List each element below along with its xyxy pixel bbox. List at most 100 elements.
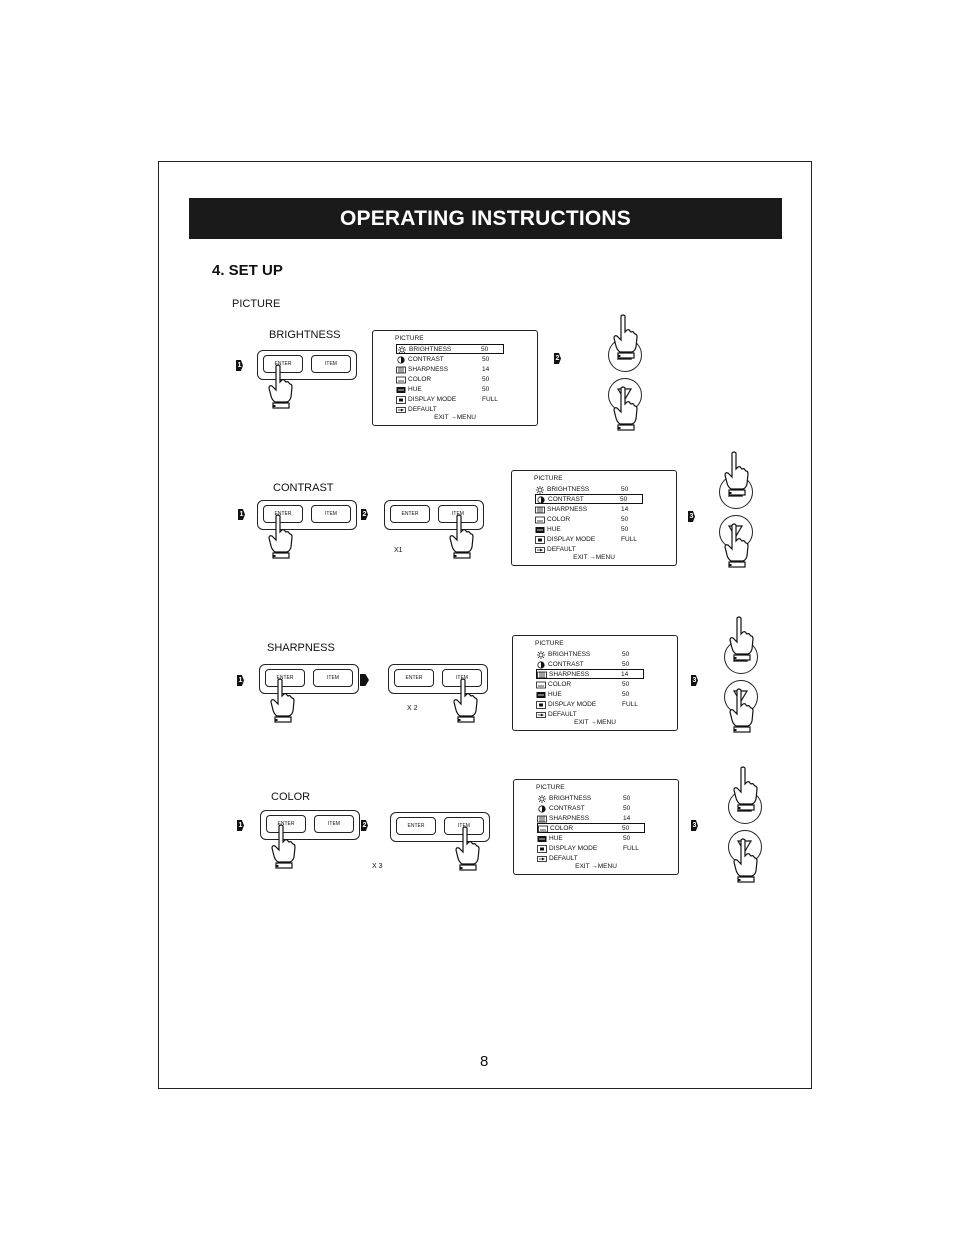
item-button[interactable]: ITEM xyxy=(311,355,351,373)
item-button[interactable]: ITEM xyxy=(313,669,353,687)
menu-item-label: DISPLAY MODE xyxy=(548,701,597,708)
row-label-contrast: CONTRAST xyxy=(273,482,334,494)
menu-item-value: 50 xyxy=(622,824,630,832)
enter-button[interactable]: ENTER xyxy=(266,815,306,833)
menu-item-label: COLOR xyxy=(548,680,572,688)
pointing-hand-icon xyxy=(732,838,758,884)
display-mode-icon xyxy=(537,845,547,853)
menu-item: DISPLAY MODE FULL xyxy=(535,535,643,545)
menu-exit-hint: EXIT →MENU xyxy=(574,719,616,726)
hue-icon xyxy=(396,386,406,393)
hue-icon xyxy=(537,835,547,842)
enter-button[interactable]: ENTER xyxy=(263,505,303,523)
menu-item-label: HUE xyxy=(408,385,422,393)
menu-item-value: 50 xyxy=(622,690,630,698)
repeat-count-color: X 3 xyxy=(372,863,383,870)
default-icon xyxy=(536,711,546,718)
menu-item-value: 14 xyxy=(623,814,631,822)
section-title: 4. SET UP xyxy=(212,262,283,279)
remote-panel-contrast-enter: ENTER ITEM xyxy=(257,500,357,530)
sun-icon xyxy=(535,485,545,494)
pointing-hand-icon xyxy=(612,386,638,432)
pointing-hand-icon xyxy=(448,514,474,560)
step-marker-1: 1 xyxy=(237,820,244,831)
menu-item-label: DISPLAY MODE xyxy=(547,536,596,543)
menu-item: DEFAULT xyxy=(536,710,644,720)
sharpness-icon xyxy=(537,671,547,679)
row-label-brightness: BRIGHTNESS xyxy=(269,329,341,341)
menu-item: BRIGHTNESS 50 xyxy=(537,793,645,803)
menu-item: DEFAULT xyxy=(537,854,645,864)
item-button[interactable]: ITEM xyxy=(442,669,482,687)
repeat-count-contrast: X1 xyxy=(394,547,403,554)
step-marker-3: 3 xyxy=(688,511,695,522)
display-mode-icon xyxy=(535,536,545,544)
menu-item-label: COLOR xyxy=(547,515,571,523)
menu-item: DEFAULT xyxy=(396,405,504,415)
color-icon xyxy=(396,376,406,384)
contrast-icon xyxy=(536,495,546,504)
menu-item-value: FULL xyxy=(621,536,637,543)
menu-item-label: CONTRAST xyxy=(548,495,584,503)
menu-item-value: 50 xyxy=(620,495,628,503)
item-button[interactable]: ITEM xyxy=(314,815,354,833)
menu-item-value: 50 xyxy=(623,834,631,842)
pointing-hand-icon xyxy=(267,364,293,410)
menu-item-label: CONTRAST xyxy=(549,804,585,812)
step-marker-3: 3 xyxy=(691,675,698,686)
menu-title: PICTURE xyxy=(535,640,564,647)
step-marker-3: 3 xyxy=(691,820,698,831)
enter-button[interactable]: ENTER xyxy=(263,355,303,373)
display-mode-icon xyxy=(536,701,546,709)
step-marker-2: 2 xyxy=(361,509,368,520)
pointing-hand-icon xyxy=(728,688,754,734)
enter-button[interactable]: ENTER xyxy=(390,505,430,523)
menu-item-label: BRIGHTNESS xyxy=(549,794,592,802)
pointing-hand-icon xyxy=(454,826,480,872)
pointing-hand-icon xyxy=(732,766,758,812)
sun-icon xyxy=(536,650,546,659)
item-button[interactable]: ITEM xyxy=(311,505,351,523)
page-title: OPERATING INSTRUCTIONS xyxy=(189,198,782,239)
sharpness-icon xyxy=(396,366,406,374)
hue-icon xyxy=(536,691,546,698)
menu-item-label: BRIGHTNESS xyxy=(547,485,590,493)
pointing-hand-icon xyxy=(728,616,754,662)
menu-item-value: 50 xyxy=(622,660,630,668)
pointing-hand-icon xyxy=(452,678,478,724)
menu-item-label: HUE xyxy=(549,834,563,842)
sharpness-icon xyxy=(537,815,547,823)
menu-item-value: 50 xyxy=(623,794,631,802)
contrast-icon xyxy=(396,355,406,364)
menu-item-value: FULL xyxy=(622,701,638,708)
default-icon xyxy=(396,406,406,413)
enter-button[interactable]: ENTER xyxy=(396,817,436,835)
menu-item-label: DEFAULT xyxy=(549,855,578,863)
step-marker-2: 2 xyxy=(554,353,561,364)
menu-item-label: DEFAULT xyxy=(548,711,577,719)
enter-button[interactable]: ENTER xyxy=(265,669,305,687)
enter-button[interactable]: ENTER xyxy=(394,669,434,687)
color-icon xyxy=(538,825,548,833)
sun-icon xyxy=(397,345,407,354)
menu-item-label: DEFAULT xyxy=(547,546,576,554)
menu-item-value: 50 xyxy=(481,345,489,353)
menu-item-label: COLOR xyxy=(550,824,574,832)
default-icon xyxy=(537,855,547,862)
menu-item-label: COLOR xyxy=(408,375,432,383)
remote-panel-sharpness-enter: ENTER ITEM xyxy=(259,664,359,694)
pointing-hand-icon xyxy=(723,451,749,497)
step-marker-2: 2 xyxy=(361,820,368,831)
